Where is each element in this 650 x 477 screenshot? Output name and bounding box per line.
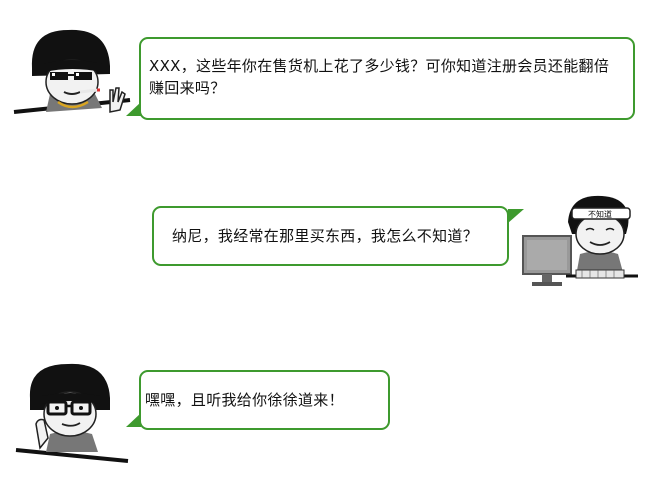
message-text-3: 嘿嘿，且听我给你徐徐道来！ (145, 391, 344, 409)
avatar-glasses (15, 363, 129, 463)
avatar-sunglasses (13, 29, 131, 114)
headband-text: 不知道 (588, 209, 612, 219)
bubble-tail (126, 413, 141, 427)
bubble-tail (126, 102, 141, 116)
message-text-2: 纳尼，我经常在那里买东西，我怎么不知道？ (172, 227, 479, 245)
avatar-computer-user: 不知道 (522, 195, 638, 286)
chat-bubble-1: XXX，这些年你在售货机上花了多少钱？可你知道注册会员还能翻倍赚回来吗？ (139, 37, 635, 120)
chat-bubble-3: 嘿嘿，且听我给你徐徐道来！ (139, 370, 390, 430)
bubble-tail (508, 209, 524, 223)
message-text-1: XXX，这些年你在售货机上花了多少钱？可你知道注册会员还能翻倍赚回来吗？ (149, 57, 610, 97)
chat-bubble-2: 纳尼，我经常在那里买东西，我怎么不知道？ (152, 206, 509, 266)
